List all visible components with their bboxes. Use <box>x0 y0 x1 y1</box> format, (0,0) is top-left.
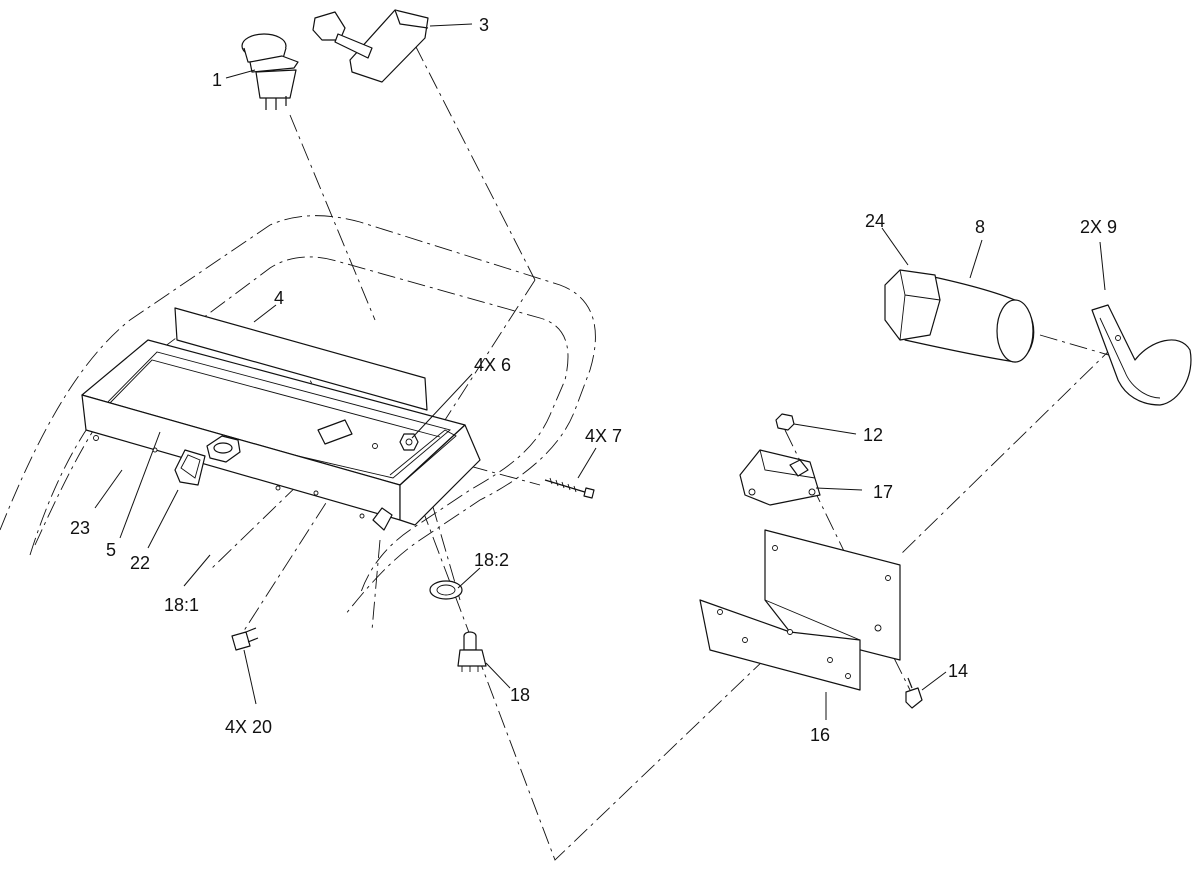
callout-23: 23 <box>70 518 90 538</box>
callout-18: 18 <box>510 685 530 705</box>
part-1-switch <box>241 33 299 110</box>
callout-14: 14 <box>948 661 968 681</box>
callout-17: 17 <box>873 482 893 502</box>
part-5-control-panel <box>81 339 481 531</box>
callout-3: 3 <box>479 15 489 35</box>
callout-18-2: 18:2 <box>474 550 509 570</box>
callout-5: 5 <box>106 540 116 560</box>
part-20-screw <box>231 627 259 651</box>
callout-labels: 1 3 4 4X 6 4X 7 23 5 22 18:1 18:2 18 4X … <box>70 15 1117 745</box>
callout-18-1: 18:1 <box>164 595 199 615</box>
callout-24: 24 <box>865 211 885 231</box>
leader-lines <box>94 23 1106 720</box>
part-17-relay <box>739 449 821 506</box>
part-16-mount-bracket <box>699 529 901 691</box>
callout-12: 12 <box>863 425 883 445</box>
part-7-screw <box>544 477 595 499</box>
part-3-key-switch <box>312 9 429 83</box>
part-8-capacitor <box>884 269 1035 363</box>
part-14-screw <box>905 677 923 709</box>
callout-2x9: 2X 9 <box>1080 217 1117 237</box>
callout-4x20: 4X 20 <box>225 717 272 737</box>
callout-8: 8 <box>975 217 985 237</box>
callout-16: 16 <box>810 725 830 745</box>
part-22-23-switch-and-nut <box>174 435 241 486</box>
part-9-bracket <box>1091 304 1192 406</box>
callout-4: 4 <box>274 288 284 308</box>
callout-4x6: 4X 6 <box>474 355 511 375</box>
part-6-nut <box>399 433 419 451</box>
part-4-decal <box>174 307 428 411</box>
part-18-rotary-switch <box>429 580 487 672</box>
callout-1: 1 <box>212 70 222 90</box>
callout-4x7: 4X 7 <box>585 426 622 446</box>
callout-22: 22 <box>130 553 150 573</box>
part-12-nut <box>775 413 795 431</box>
